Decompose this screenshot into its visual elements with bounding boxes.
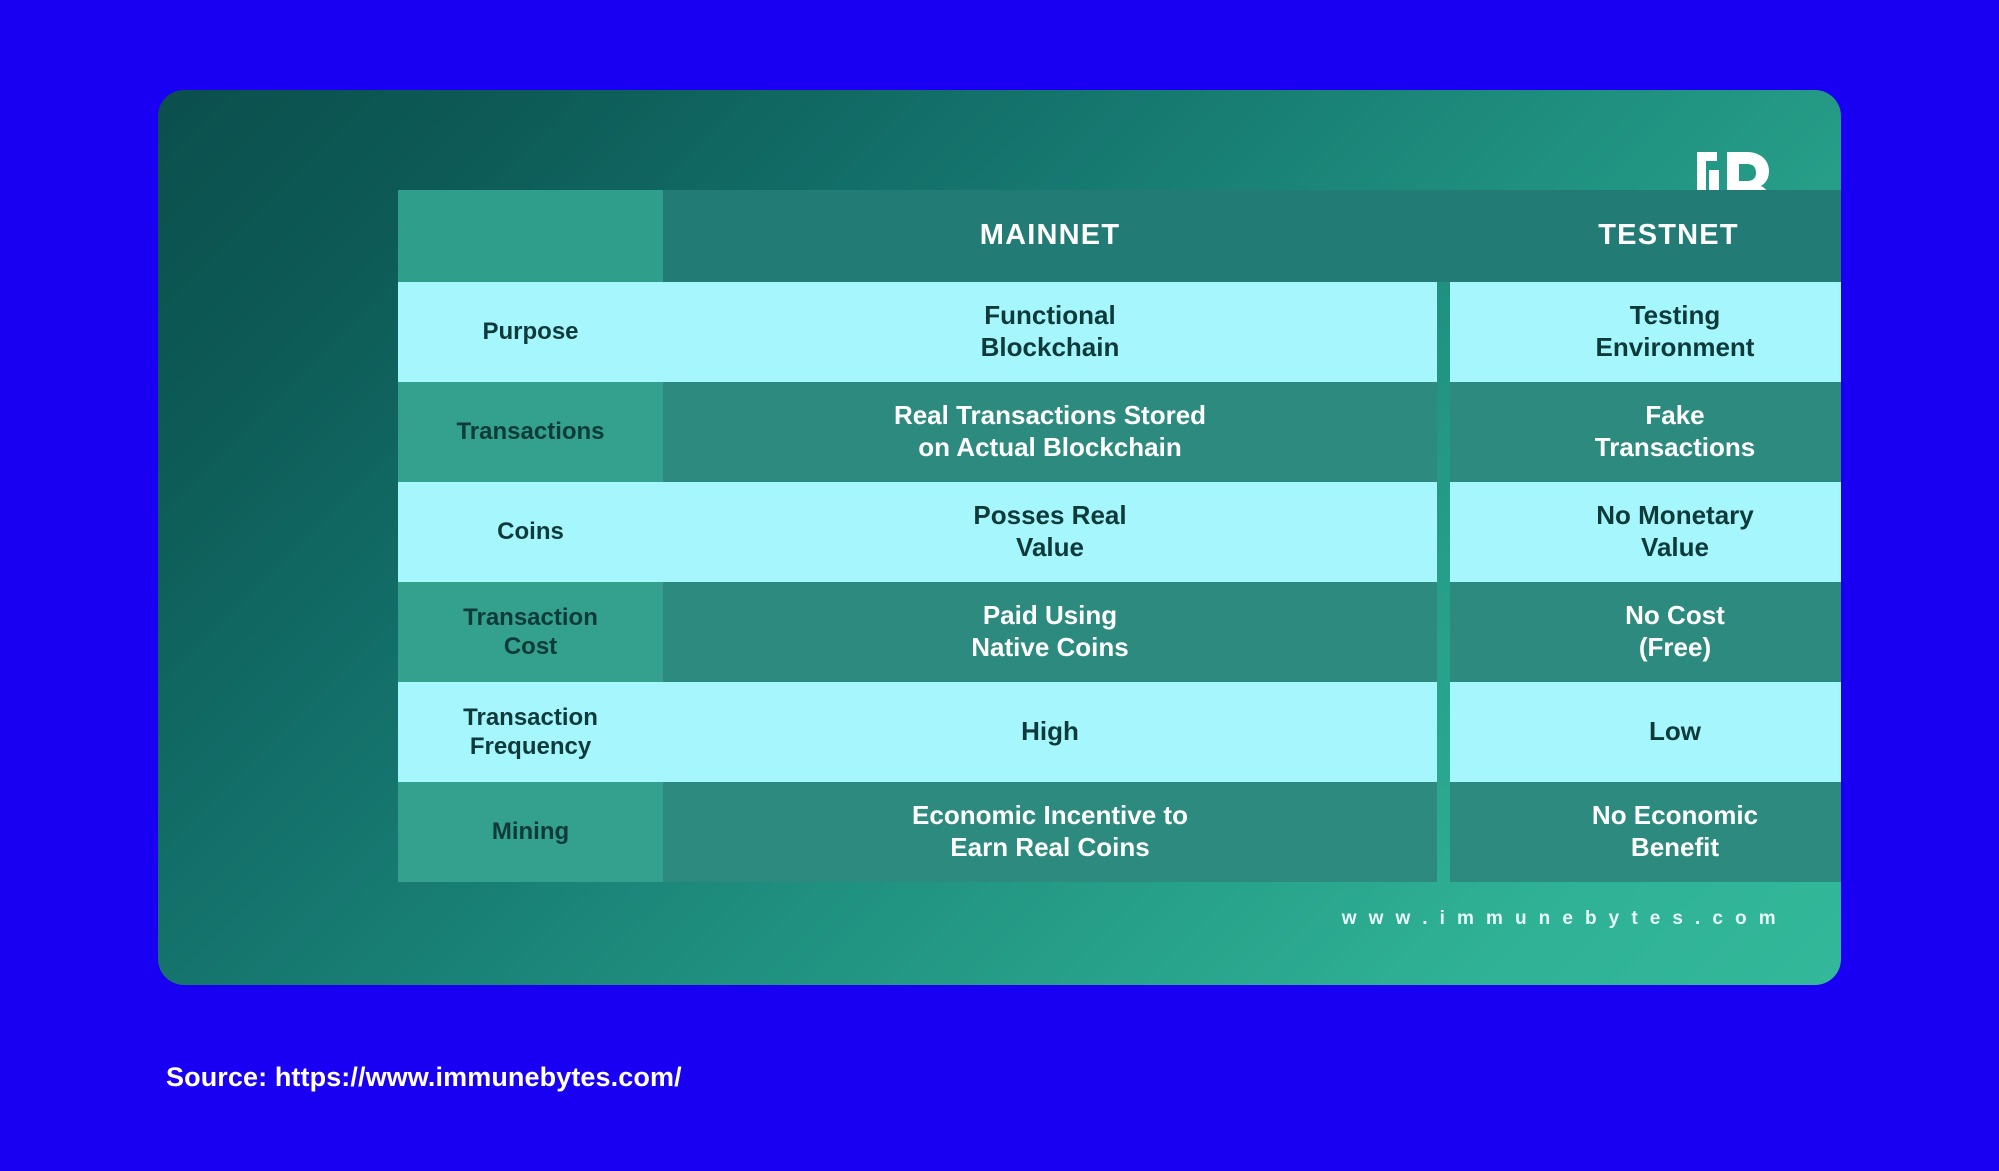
row-testnet-value: Low [1450, 682, 1841, 782]
row-label: Purpose [398, 282, 663, 382]
header-corner-cell [398, 190, 663, 282]
row-label: Mining [398, 782, 663, 882]
row-mainnet-value: High [663, 682, 1437, 782]
site-url-watermark: w w w . i m m u n e b y t e s . c o m [1341, 908, 1779, 929]
row-label: Coins [398, 482, 663, 582]
header-mainnet: MAINNET [663, 190, 1437, 282]
row-label: Transactions [398, 382, 663, 482]
row-testnet-value: No Cost(Free) [1450, 582, 1841, 682]
source-attribution: Source: https://www.immunebytes.com/ [166, 1062, 682, 1092]
header-testnet: TESTNET [1437, 190, 1841, 282]
table-header-row: MAINNET TESTNET [398, 190, 1841, 282]
